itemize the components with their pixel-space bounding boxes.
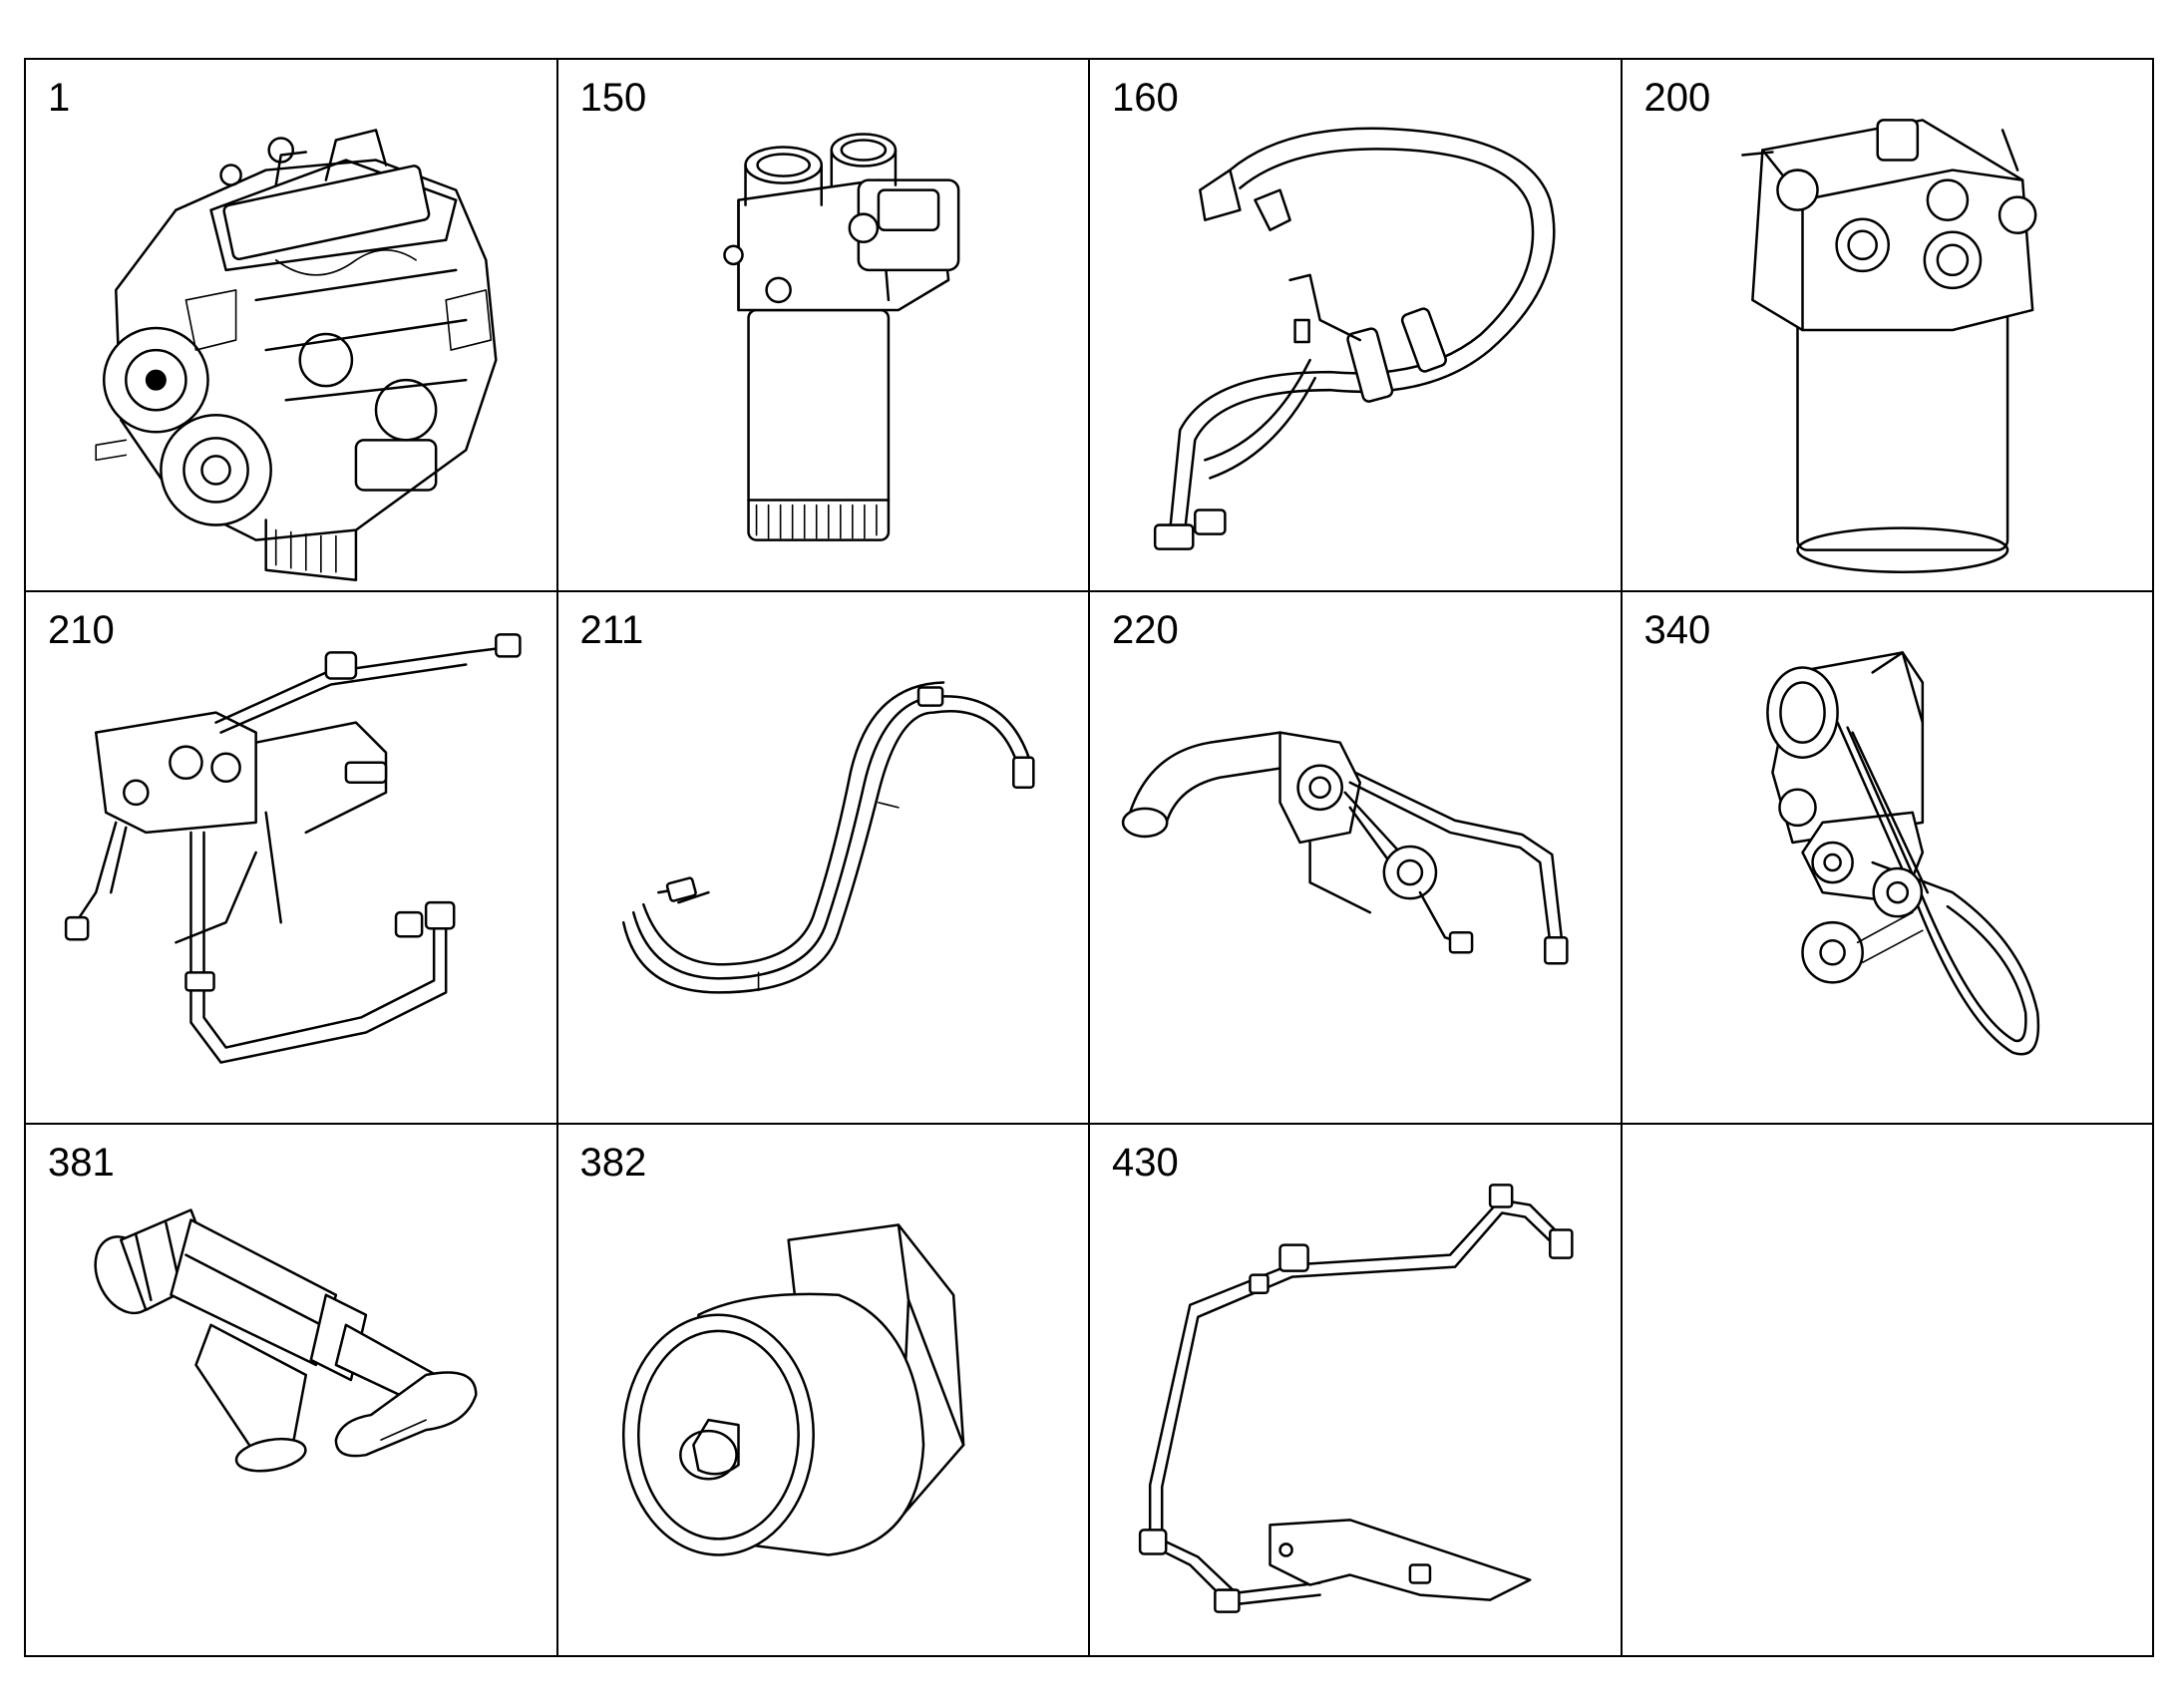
- empty-cell: [1622, 1125, 2154, 1657]
- part-cell-200[interactable]: 200: [1622, 60, 2154, 592]
- part-cell-160[interactable]: 160: [1090, 60, 1623, 592]
- part-cell-220[interactable]: 220: [1090, 592, 1623, 1125]
- part-number: 210: [48, 608, 115, 652]
- fuel-lines-icon: [64, 633, 522, 1064]
- filter-head-icon: [1740, 119, 2036, 573]
- part-number: 211: [579, 608, 644, 652]
- filter-cap-icon: [621, 1223, 964, 1556]
- part-cell-340[interactable]: 340: [1622, 592, 2154, 1125]
- part-number: 430: [1112, 1141, 1179, 1185]
- strainer-valve-icon: [94, 1208, 478, 1473]
- part-number: 150: [579, 76, 647, 120]
- part-number: 381: [48, 1141, 115, 1185]
- part-number: 1: [48, 76, 71, 120]
- part-number: 160: [1112, 76, 1179, 120]
- belt-drive-icon: [1765, 651, 2039, 1056]
- part-cell-381[interactable]: 381: [26, 1125, 558, 1657]
- tube-bracket-icon: [1138, 1184, 1574, 1613]
- part-cell-150[interactable]: 150: [557, 60, 1090, 592]
- part-number: 382: [579, 1141, 647, 1185]
- part-cell-210[interactable]: 210: [26, 592, 558, 1125]
- part-cell-430[interactable]: 430: [1090, 1125, 1623, 1657]
- pipe-assembly-icon: [1121, 731, 1569, 965]
- fuel-hose-icon: [621, 681, 1035, 994]
- hose-assembly-icon: [1153, 127, 1556, 550]
- part-number: 200: [1643, 76, 1711, 120]
- engine-assembly-icon: [95, 129, 498, 581]
- part-cell-382[interactable]: 382: [557, 1125, 1090, 1657]
- part-cell-1[interactable]: 1: [26, 60, 558, 592]
- part-number: 340: [1643, 608, 1711, 652]
- part-number: 220: [1112, 608, 1179, 652]
- fuel-filter-icon: [722, 133, 959, 541]
- part-cell-211[interactable]: 211: [557, 592, 1090, 1125]
- parts-grid: 1 150: [24, 58, 2154, 1657]
